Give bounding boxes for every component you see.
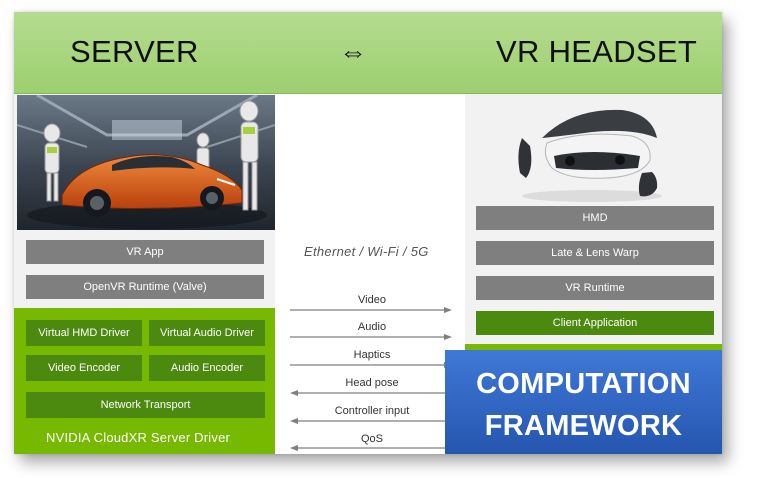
server-title: SERVER: [70, 34, 199, 69]
header-bar: SERVER ⇔ VR HEADSET: [14, 12, 722, 94]
vr-headset-image: [512, 98, 672, 208]
cloudxr-driver-title: NVIDIA CloudXR Server Driver: [46, 430, 231, 445]
network-medium-label: Ethernet / Wi-Fi / 5G: [304, 244, 429, 259]
flow-label-head-pose: Head pose: [345, 377, 399, 389]
banner-line-2: FRAMEWORK: [484, 410, 683, 442]
virtual-audio-driver-box: Virtual Audio Driver: [149, 320, 265, 346]
car-render-image: [17, 95, 275, 230]
computation-framework-banner: COMPUTATION FRAMEWORK: [445, 350, 722, 454]
network-transport-box: Network Transport: [26, 392, 265, 418]
flow-label-controller-input: Controller input: [334, 405, 410, 417]
flow-label-video: Video: [358, 294, 386, 306]
client-application-box: Client Application: [476, 311, 714, 335]
vr-runtime-box: VR Runtime: [476, 276, 714, 300]
banner-line-1: COMPUTATION: [476, 368, 691, 400]
video-encoder-box: Video Encoder: [26, 355, 142, 381]
openvr-runtime-box: OpenVR Runtime (Valve): [26, 275, 264, 299]
virtual-hmd-driver-box: Virtual HMD Driver: [26, 320, 142, 346]
bidirectional-arrow-icon: ⇔: [339, 36, 368, 67]
flow-label-qos: QoS: [360, 433, 383, 445]
hmd-box: HMD: [476, 206, 714, 230]
vr-headset-title: VR HEADSET: [496, 34, 698, 69]
flow-label-audio: Audio: [357, 321, 387, 333]
audio-encoder-box: Audio Encoder: [149, 355, 265, 381]
vr-app-box: VR App: [26, 240, 264, 264]
flow-arrows: [290, 307, 456, 451]
late-lens-warp-box: Late & Lens Warp: [476, 241, 714, 265]
flow-label-haptics: Haptics: [353, 349, 391, 361]
